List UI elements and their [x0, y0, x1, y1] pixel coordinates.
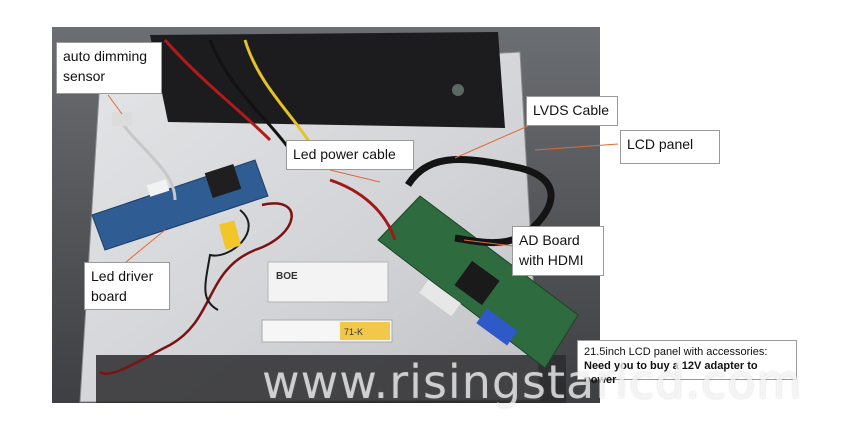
leader-led-power — [329, 169, 381, 183]
panel-sticker — [267, 261, 389, 303]
note-line-1: 21.5inch LCD panel with accessories: — [584, 346, 768, 358]
lvds-cable — [405, 156, 555, 247]
ad-board-chip — [454, 260, 500, 306]
leader-sensor — [107, 94, 123, 115]
note-line-2: Need you to buy a 12V adapter to power — [584, 360, 758, 386]
auto-dimming-sensor-part — [112, 112, 132, 126]
driver-inductor — [204, 164, 242, 198]
watermark-text: www.risingstarlcd.com — [262, 355, 803, 409]
leader-lvds — [454, 125, 529, 159]
driver-wire-red — [99, 202, 293, 375]
lcd-panel-bezel — [96, 355, 566, 403]
leader-led-driver — [125, 229, 166, 263]
led-power-cable — [329, 178, 397, 241]
label-led-power-cable: Led power cable — [286, 140, 414, 170]
driver-connector — [146, 179, 170, 197]
sensor-wire-red — [163, 39, 272, 142]
panel-control-strip — [150, 32, 505, 128]
label-led-driver-board: Led driver board — [84, 262, 170, 310]
label-lcd-panel: LCD panel — [620, 130, 720, 164]
leader-ad-board — [463, 239, 514, 247]
accessories-note: 21.5inch LCD panel with accessories: Nee… — [577, 340, 797, 386]
sensor-wire-black — [208, 39, 292, 151]
vga-port — [476, 308, 518, 346]
dvi-port — [419, 279, 461, 317]
panel-barcode-tag-code: 71-K — [344, 327, 363, 337]
label-lvds-cable: LVDS Cable — [526, 96, 618, 126]
yellow-tape — [218, 220, 242, 250]
strip-screw — [452, 84, 464, 96]
panel-sticker-brand: BOE — [276, 271, 298, 282]
sensor-cable — [118, 119, 177, 201]
label-ad-board: AD Board with HDMI — [512, 226, 604, 276]
panel-barcode-tag — [340, 322, 390, 340]
label-auto-dimming-sensor: auto dimming sensor — [56, 42, 162, 94]
leader-panel — [534, 143, 619, 151]
driver-wire-black — [204, 209, 250, 311]
